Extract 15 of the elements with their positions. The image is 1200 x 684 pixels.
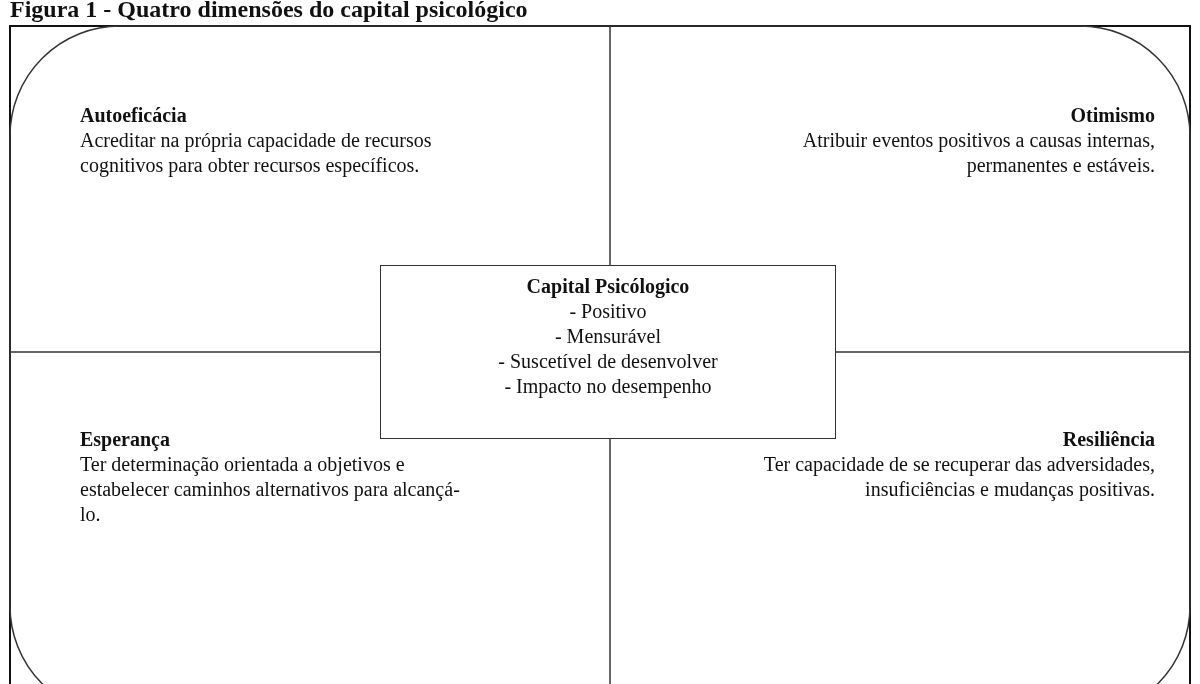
dimension-description: Atribuir eventos positivos a causas internas, permanentes e estáveis.: [801, 128, 1155, 178]
central-concept-box: [380, 265, 836, 439]
dimension-heading: Resiliência: [1061, 427, 1155, 452]
dimension-heading: Esperança: [80, 427, 171, 452]
dimension-description: Ter determinação orientada a objetivos e estabelecer caminhos alternativos para alcançá-lo.: [80, 452, 461, 527]
dimension-heading: Autoeficácia: [80, 103, 188, 128]
list-item: - Mensurável: [553, 324, 663, 349]
dimension-description: Acreditar na própria capacidade de recursos cognitivos para obter recursos específicos.: [80, 128, 433, 178]
dimension-description: Ter capacidade de se recuperar das adversidades, insuficiências e mudanças positivas.: [762, 452, 1155, 502]
list-item: - Suscetível de desenvolver: [497, 349, 719, 374]
figure-title: Figura 1 - Quatro dimensões do capital psicológico: [10, 0, 528, 23]
dimension-heading: Otimismo: [1069, 103, 1155, 128]
list-item: - Impacto no desempenho: [503, 374, 713, 399]
list-item: - Positivo: [568, 299, 648, 324]
concept-heading: Capital Psicólogico: [525, 274, 691, 299]
